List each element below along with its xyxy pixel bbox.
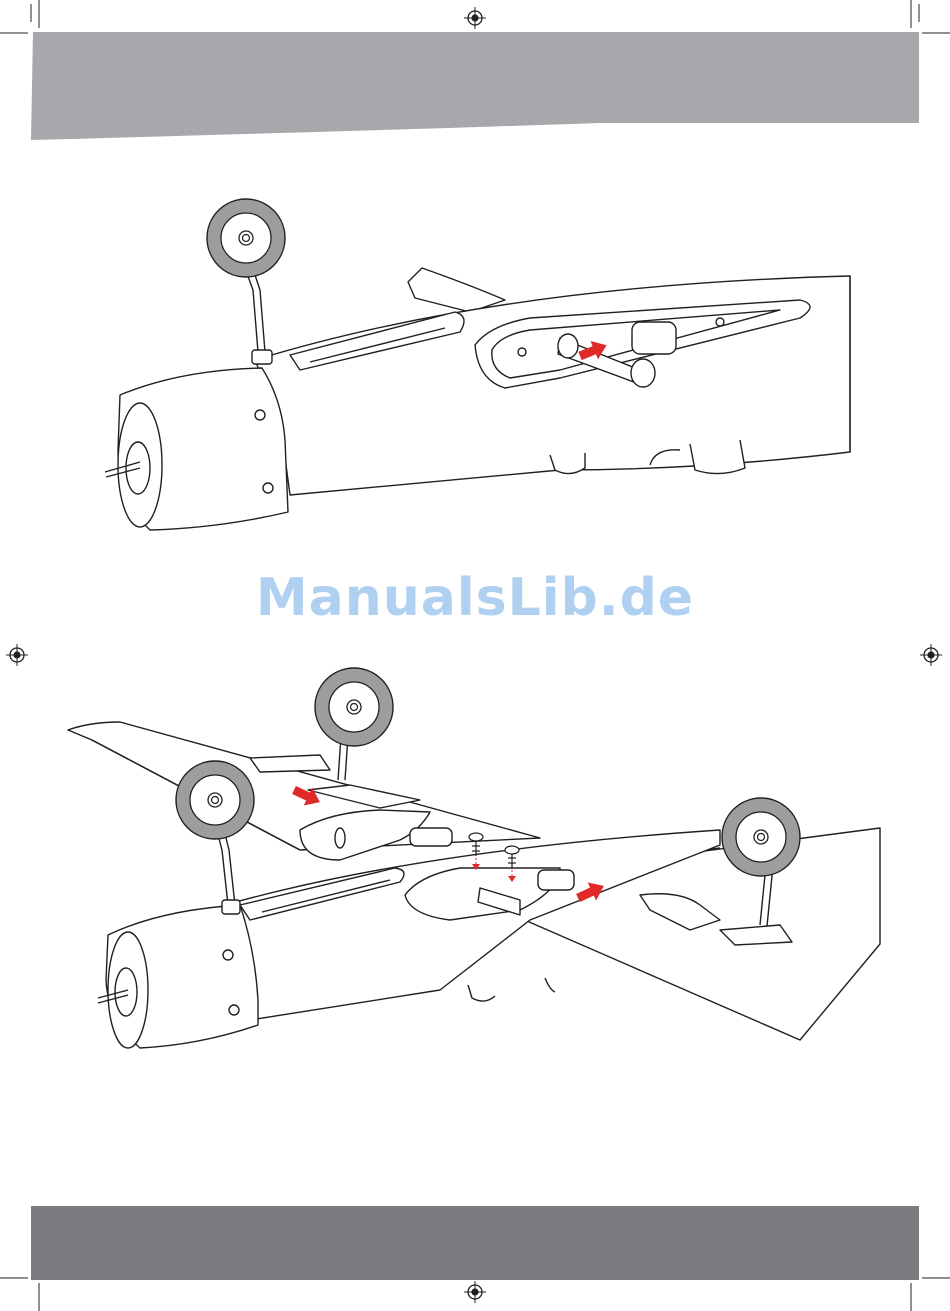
wheel-icon bbox=[176, 761, 254, 839]
wheel-icon bbox=[315, 668, 393, 746]
wheel-icon bbox=[722, 798, 800, 876]
registration-mark-icon bbox=[6, 644, 28, 666]
registration-mark-icon bbox=[464, 1281, 486, 1303]
registration-mark-icon bbox=[464, 7, 486, 29]
wheel-icon bbox=[207, 199, 285, 277]
footer-band bbox=[31, 1206, 919, 1280]
watermark: ManualsLib.de bbox=[0, 568, 950, 628]
registration-mark-icon bbox=[920, 644, 942, 666]
header-band bbox=[31, 32, 919, 140]
figure-1-fuselage-landing-gear-wing-tube bbox=[105, 266, 850, 530]
